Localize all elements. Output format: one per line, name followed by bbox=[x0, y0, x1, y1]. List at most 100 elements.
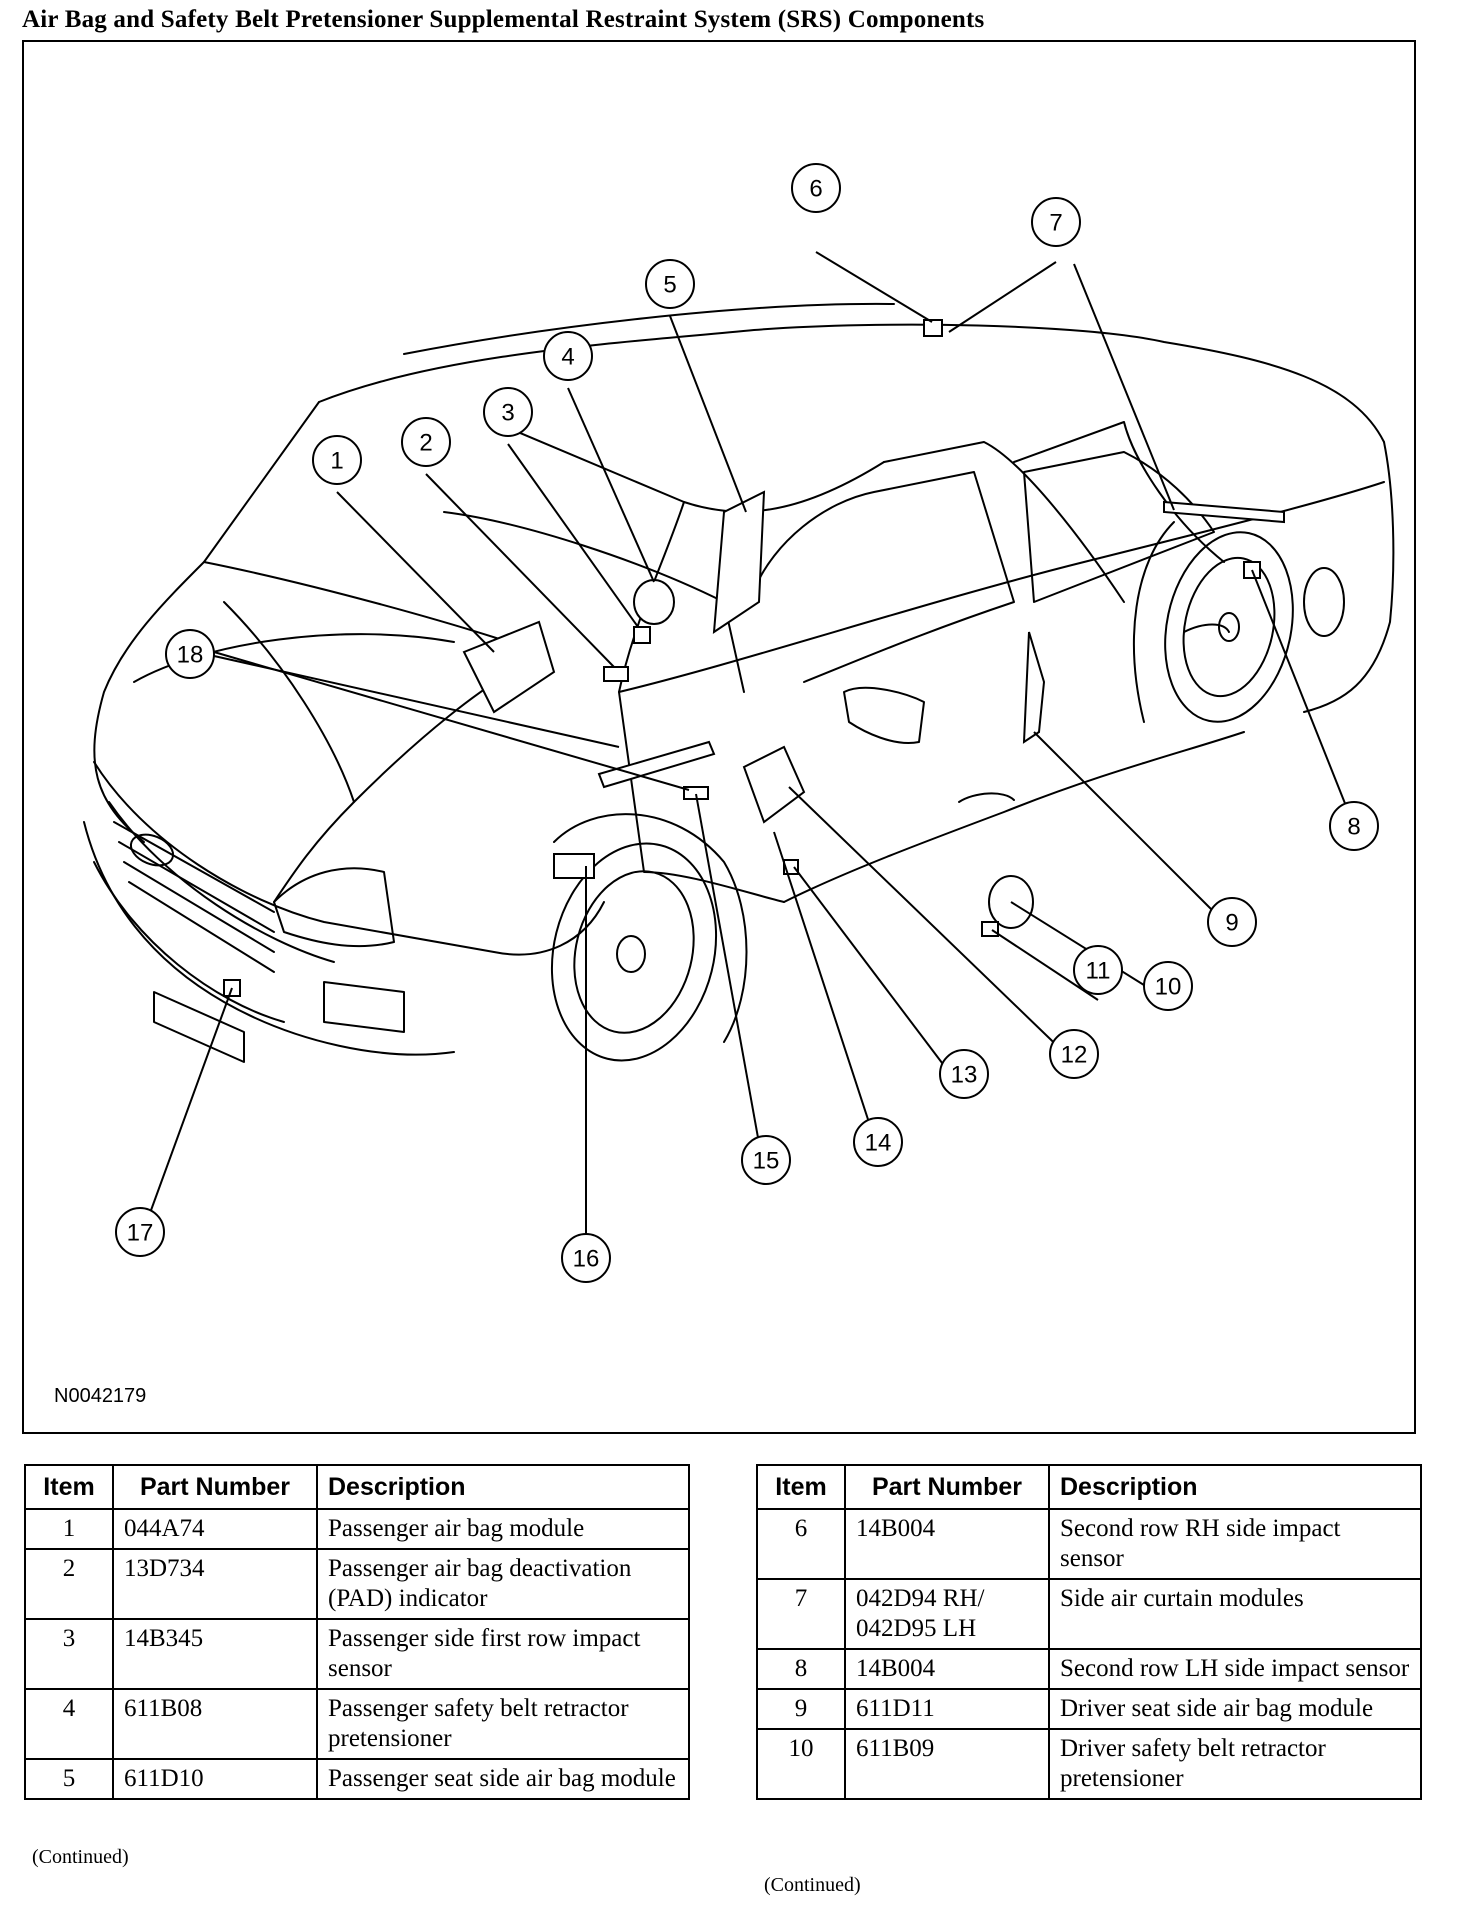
column-header-part-number: Part Number bbox=[112, 1464, 318, 1510]
side-air-curtain bbox=[1163, 500, 1285, 524]
description: Side air curtain modules bbox=[1048, 1578, 1422, 1650]
callout-label: 5 bbox=[663, 272, 676, 299]
table-header-row: Item Part Number Description bbox=[756, 1464, 1422, 1510]
description: Second row RH side impact sensor bbox=[1048, 1508, 1422, 1580]
column-header-item: Item bbox=[24, 1464, 114, 1510]
callout-label: 1 bbox=[330, 448, 343, 475]
column-header-description: Description bbox=[1048, 1464, 1422, 1510]
description: Second row LH side impact sensor bbox=[1048, 1648, 1422, 1690]
item-number: 9 bbox=[756, 1688, 846, 1730]
callout-label: 8 bbox=[1347, 814, 1360, 841]
vehicle-illustration: 1 2 3 4 5 6 7 8 9 10 11 12 13 14 15 16 1… bbox=[83, 163, 1395, 1283]
table-row: 5 611D10 Passenger seat side air bag mod… bbox=[24, 1758, 690, 1800]
item-number: 7 bbox=[756, 1578, 846, 1650]
column-header-item: Item bbox=[756, 1464, 846, 1510]
description: Driver safety belt retractor pretensione… bbox=[1048, 1728, 1422, 1800]
part-number: 611B08 bbox=[112, 1688, 318, 1760]
callout-10 bbox=[1143, 961, 1193, 1011]
part-number: 042D94 RH/ 042D95 LH bbox=[844, 1578, 1050, 1650]
callout-label: 13 bbox=[951, 1062, 978, 1089]
callout-label: 2 bbox=[419, 430, 432, 457]
description: Passenger safety belt retractor pretensi… bbox=[316, 1688, 690, 1760]
parts-table-right: Item Part Number Description 6 14B004 Se… bbox=[756, 1464, 1422, 1800]
passenger-seat-air-bag bbox=[712, 490, 766, 634]
callout-1 bbox=[312, 435, 362, 485]
restraints-control-module bbox=[553, 853, 595, 879]
description: Passenger air bag deactivation (PAD) ind… bbox=[316, 1548, 690, 1620]
callout-16 bbox=[561, 1233, 611, 1283]
table-row: 8 14B004 Second row LH side impact senso… bbox=[756, 1648, 1422, 1690]
part-number: 044A74 bbox=[112, 1508, 318, 1550]
callout-label: 11 bbox=[1086, 958, 1111, 985]
description: Driver seat side air bag module bbox=[1048, 1688, 1422, 1730]
callout-17 bbox=[115, 1207, 165, 1257]
part-number: 611D10 bbox=[112, 1758, 318, 1800]
item-number: 1 bbox=[24, 1508, 114, 1550]
callout-label: 10 bbox=[1155, 974, 1182, 1001]
callout-13 bbox=[939, 1049, 989, 1099]
item-number: 8 bbox=[756, 1648, 846, 1690]
callout-8 bbox=[1329, 801, 1379, 851]
figure-id: N0042179 bbox=[54, 1385, 147, 1407]
part-number: 13D734 bbox=[112, 1548, 318, 1620]
part-number: 14B004 bbox=[844, 1648, 1050, 1690]
part-number: 611D11 bbox=[844, 1688, 1050, 1730]
callout-14 bbox=[853, 1117, 903, 1167]
table-row: 1 044A74 Passenger air bag module bbox=[24, 1508, 690, 1550]
table-row: 2 13D734 Passenger air bag deactivation … bbox=[24, 1548, 690, 1620]
driver-seat-air-bag bbox=[1022, 631, 1046, 744]
srs-components-diagram: 1 2 3 4 5 6 7 8 9 10 11 12 13 14 15 16 1… bbox=[22, 40, 1416, 1434]
callout-label: 14 bbox=[865, 1130, 892, 1157]
callout-3 bbox=[483, 387, 533, 437]
callout-label: 18 bbox=[177, 642, 204, 669]
callout-15 bbox=[741, 1135, 791, 1185]
item-number: 2 bbox=[24, 1548, 114, 1620]
description: Passenger side first row impact sensor bbox=[316, 1618, 690, 1690]
table-row: 10 611B09 Driver safety belt retractor p… bbox=[756, 1728, 1422, 1800]
steering-wheel-module bbox=[742, 745, 806, 824]
part-number: 611B09 bbox=[844, 1728, 1050, 1800]
callout-label: 15 bbox=[753, 1148, 780, 1175]
table-row: 9 611D11 Driver seat side air bag module bbox=[756, 1688, 1422, 1730]
knee-air-bag bbox=[597, 740, 716, 789]
callout-label: 12 bbox=[1061, 1042, 1088, 1069]
callout-label: 17 bbox=[127, 1220, 154, 1247]
table-header-row: Item Part Number Description bbox=[24, 1464, 690, 1510]
table-row: 3 14B345 Passenger side first row impact… bbox=[24, 1618, 690, 1690]
table-row: 6 14B004 Second row RH side impact senso… bbox=[756, 1508, 1422, 1580]
callout-label: 16 bbox=[573, 1246, 600, 1273]
first-row-lh-impact-sensor bbox=[981, 921, 999, 937]
callout-labels: 1 2 3 4 5 6 7 8 9 10 11 12 13 14 15 16 1… bbox=[127, 176, 1361, 1273]
table-row: 4 611B08 Passenger safety belt retractor… bbox=[24, 1688, 690, 1760]
passenger-retractor bbox=[633, 579, 675, 625]
callout-6 bbox=[791, 163, 841, 213]
callout-7 bbox=[1031, 197, 1081, 247]
item-number: 6 bbox=[756, 1508, 846, 1580]
callout-11 bbox=[1073, 945, 1123, 995]
item-number: 10 bbox=[756, 1728, 846, 1800]
callout-label: 3 bbox=[501, 400, 514, 427]
callout-label: 6 bbox=[809, 176, 822, 203]
continued-note: (Continued) bbox=[32, 1846, 129, 1868]
callout-5 bbox=[645, 259, 695, 309]
column-header-part-number: Part Number bbox=[844, 1464, 1050, 1510]
rh-side-impact-sensor bbox=[923, 319, 943, 337]
leader-lines bbox=[145, 251, 1355, 1266]
continued-note: (Continued) bbox=[764, 1874, 861, 1896]
callouts bbox=[115, 163, 1379, 1283]
description: Passenger air bag module bbox=[316, 1508, 690, 1550]
callout-label: 7 bbox=[1049, 210, 1062, 237]
callout-4 bbox=[543, 331, 593, 381]
item-number: 4 bbox=[24, 1688, 114, 1760]
callout-9 bbox=[1207, 897, 1257, 947]
item-number: 3 bbox=[24, 1618, 114, 1690]
item-number: 5 bbox=[24, 1758, 114, 1800]
page-title: Air Bag and Safety Belt Pretensioner Sup… bbox=[22, 6, 985, 33]
description: Passenger seat side air bag module bbox=[316, 1758, 690, 1800]
callout-label: 4 bbox=[561, 344, 574, 371]
first-row-impact-sensor bbox=[633, 626, 651, 644]
callout-18 bbox=[165, 629, 215, 679]
pad-indicator bbox=[603, 666, 629, 682]
callout-2 bbox=[401, 417, 451, 467]
part-number: 14B345 bbox=[112, 1618, 318, 1690]
